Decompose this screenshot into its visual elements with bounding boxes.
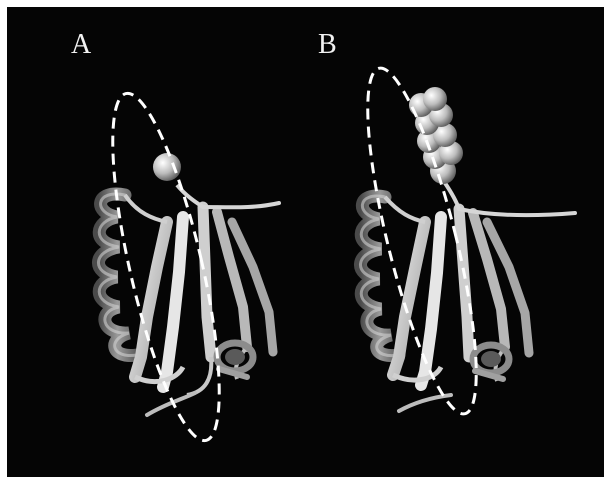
panel-b-helix [360, 196, 399, 356]
panel-a-structure [91, 85, 279, 448]
panel-b-structure [346, 60, 575, 422]
figure-panel: A B [7, 7, 604, 477]
panel-a-helix [98, 194, 137, 355]
panel-b-small-helix [473, 345, 509, 379]
protein-structure-illustration [7, 7, 604, 477]
panel-a-ligand-sphere [153, 153, 181, 181]
panel-b-ligand-chain [409, 87, 463, 184]
panel-a-dashed-ellipse [91, 85, 241, 448]
panel-a-small-helix [217, 343, 253, 377]
